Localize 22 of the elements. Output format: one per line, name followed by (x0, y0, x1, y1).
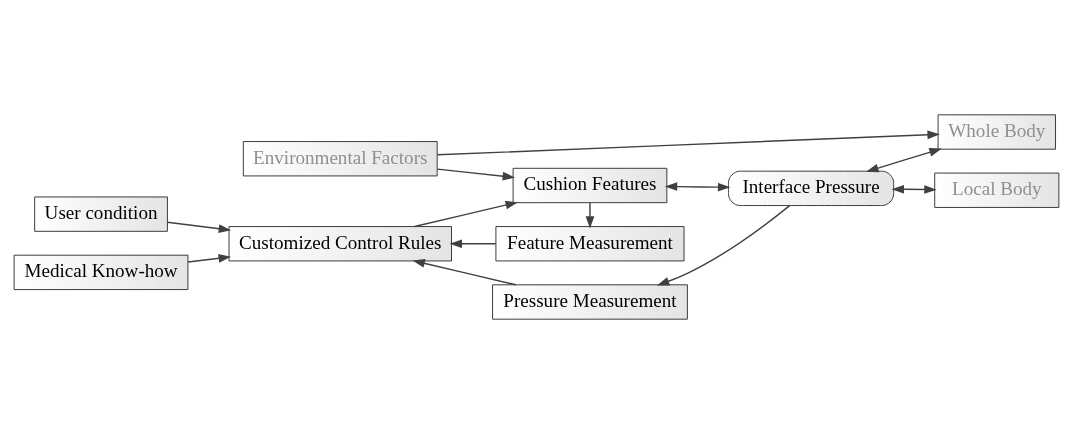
arrow (436, 130, 940, 156)
arrow (187, 254, 231, 263)
arrow (656, 204, 791, 286)
arrow (436, 168, 515, 181)
arrow (449, 239, 497, 249)
arrow (891, 184, 937, 194)
arrow (664, 182, 731, 192)
arrow (166, 221, 232, 234)
node-box: Local Body (934, 172, 1060, 208)
node-box: Environmental Factors (242, 141, 438, 177)
arrow (585, 202, 595, 229)
node-box: Interface Pressure (727, 170, 895, 206)
node-box: Cushion Features (512, 167, 668, 204)
arrow (412, 259, 517, 286)
node-box: Customized Control Rules (228, 226, 452, 262)
node-box: User condition (34, 196, 168, 232)
arrow (866, 148, 942, 173)
node-box: Pressure Measurement (492, 284, 688, 320)
arrow (413, 200, 518, 228)
node-box: Feature Measurement (495, 226, 685, 262)
node-box: Medical Know-how (13, 254, 189, 291)
node-box: Whole Body (937, 114, 1056, 150)
